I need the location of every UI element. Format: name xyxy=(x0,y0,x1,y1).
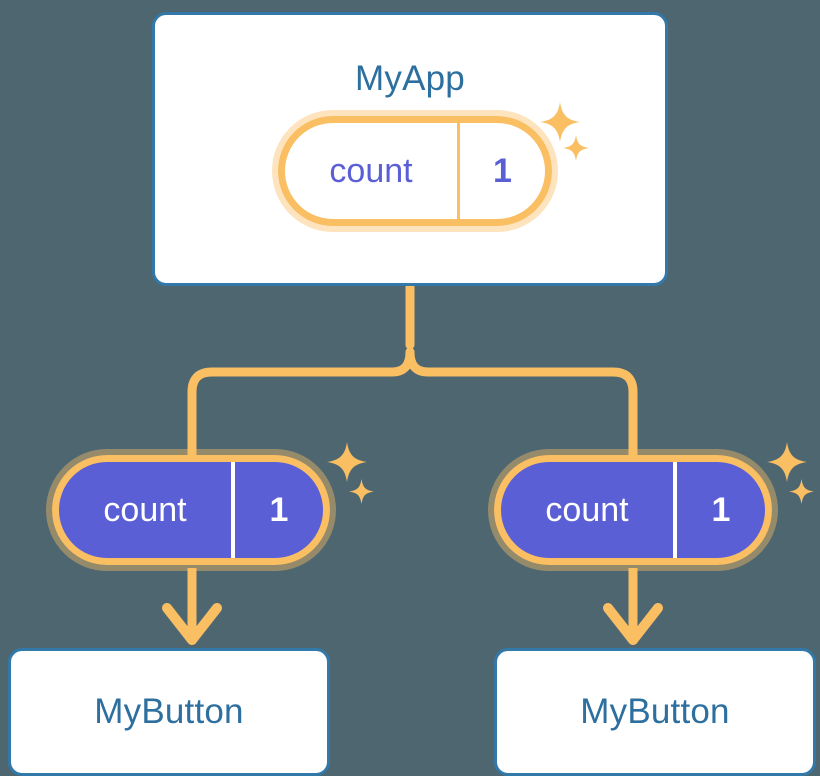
state-pill-branch-left[interactable]: count 1 xyxy=(46,449,336,571)
component-title-myapp: MyApp xyxy=(355,59,465,98)
sparkle-four-point-large-icon xyxy=(327,442,367,482)
state-value-label: 1 xyxy=(231,462,323,558)
connector-branch-left xyxy=(187,347,415,460)
state-value-label: 1 xyxy=(457,123,545,219)
sparkle-four-point-small-icon xyxy=(563,135,589,161)
component-card-mybutton-right[interactable]: MyButton xyxy=(494,648,816,776)
state-key-label: count xyxy=(545,490,629,529)
sparkle-four-point-small-icon xyxy=(788,478,815,505)
state-key-label: count xyxy=(329,151,413,190)
connector-branch-right xyxy=(405,347,638,460)
component-card-mybutton-left[interactable]: MyButton xyxy=(8,648,330,776)
state-pill-branch-right[interactable]: count 1 xyxy=(488,449,778,571)
component-title-mybutton: MyButton xyxy=(94,692,244,731)
arrow-down-right-icon xyxy=(603,568,663,645)
sparkle-four-point-large-icon xyxy=(540,102,580,142)
state-value-label: 1 xyxy=(673,462,765,558)
component-title-mybutton: MyButton xyxy=(580,692,730,731)
state-pill-root[interactable]: count 1 xyxy=(272,110,558,232)
arrow-down-left-icon xyxy=(162,568,222,645)
sparkle-four-point-large-icon xyxy=(767,442,807,482)
sparkle-four-point-small-icon xyxy=(348,478,375,505)
state-key-label: count xyxy=(103,490,187,529)
